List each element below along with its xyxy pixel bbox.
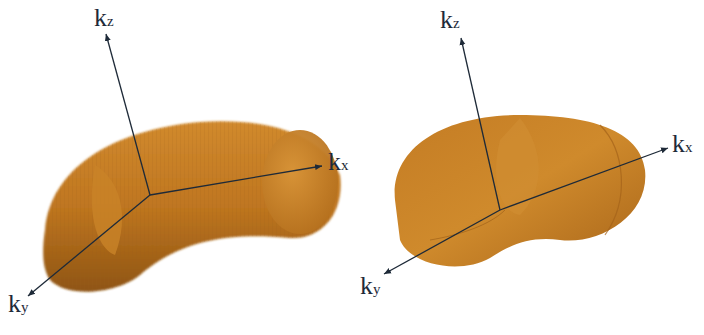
axis-label: ky xyxy=(360,270,381,301)
axes-right xyxy=(384,38,668,274)
axes-left xyxy=(28,34,322,296)
axis-label: kz xyxy=(440,4,460,35)
fermi-surface-left xyxy=(43,121,340,292)
axis-label: kz xyxy=(94,2,114,33)
fermi-surface-right xyxy=(395,115,646,266)
axis-label: kx xyxy=(328,146,349,177)
axis-label: kx xyxy=(672,128,693,159)
axis-label: ky xyxy=(8,288,29,319)
